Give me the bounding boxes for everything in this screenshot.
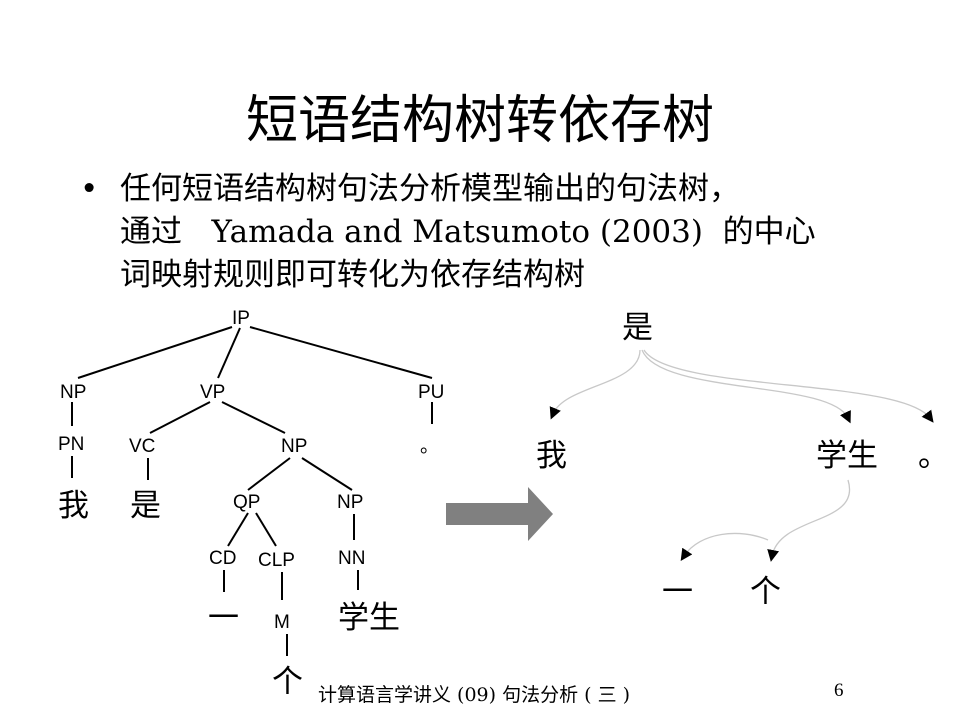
bullet-marker: • xyxy=(80,171,99,207)
edge-qp-clp xyxy=(255,512,277,547)
word-ge: 个 xyxy=(272,664,303,700)
edge-vp-np xyxy=(221,401,286,434)
dep-arc-shi-wo xyxy=(549,349,641,420)
dep-word-yi: 一 xyxy=(662,574,693,610)
edge-qp-cd xyxy=(227,512,249,547)
transform-arrow-icon xyxy=(446,487,553,541)
dep-word-shi: 是 xyxy=(622,310,653,346)
edge-np-qp xyxy=(247,457,291,491)
node-ip: IP xyxy=(232,308,250,329)
node-pu: PU xyxy=(418,382,444,403)
node-np-object: NP xyxy=(281,436,307,457)
node-vp: VP xyxy=(200,382,225,403)
node-period: 。 xyxy=(420,436,439,457)
bullet-line-3: 词映射规则即可转化为依存结构树 xyxy=(120,257,585,293)
word-shi: 是 xyxy=(130,488,161,524)
node-np-inner: NP xyxy=(337,492,363,513)
dep-word-period: 。 xyxy=(918,438,949,474)
edge-ip-np xyxy=(77,326,233,379)
dep-arc-xuesheng-ge xyxy=(767,479,851,562)
dep-word-ge: 个 xyxy=(750,574,781,610)
node-vc: VC xyxy=(129,436,155,457)
node-cd: CD xyxy=(209,548,236,569)
dep-arc-shi-xuesheng xyxy=(641,349,851,424)
page-number: 6 xyxy=(834,680,844,701)
dep-word-wo: 我 xyxy=(536,438,567,474)
slide-title: 短语结构树转依存树 xyxy=(245,91,714,151)
word-wo: 我 xyxy=(58,488,89,524)
bullet-line-1: 任何短语结构树句法分析模型输出的句法树， xyxy=(120,171,740,207)
node-clp: CLP xyxy=(258,550,295,571)
edge-ip-pu xyxy=(249,326,433,379)
dep-word-xuesheng: 学生 xyxy=(816,438,878,474)
node-np-subject: NP xyxy=(60,382,86,403)
dep-arc-ge-yi xyxy=(680,532,769,561)
bullet-line-2: 通过 Yamada and Matsumoto (2003) 的中心 xyxy=(120,214,816,250)
edge-np-np xyxy=(301,457,353,491)
word-yi: 一 xyxy=(208,600,239,636)
node-pn: PN xyxy=(58,434,84,455)
edge-ip-vp xyxy=(217,327,241,379)
node-qp: QP xyxy=(233,492,260,513)
word-xuesheng: 学生 xyxy=(338,600,400,636)
node-nn: NN xyxy=(338,548,365,569)
slide-footer: 计算语言学讲义 (09) 句法分析 ( 三 ) xyxy=(318,684,631,706)
bullet-text: 任何短语结构树句法分析模型输出的句法树， 通过 Yamada and Matsu… xyxy=(120,168,920,297)
edge-vp-vc xyxy=(149,401,211,434)
dep-arc-shi-period xyxy=(643,349,934,423)
node-m: M xyxy=(274,612,290,633)
